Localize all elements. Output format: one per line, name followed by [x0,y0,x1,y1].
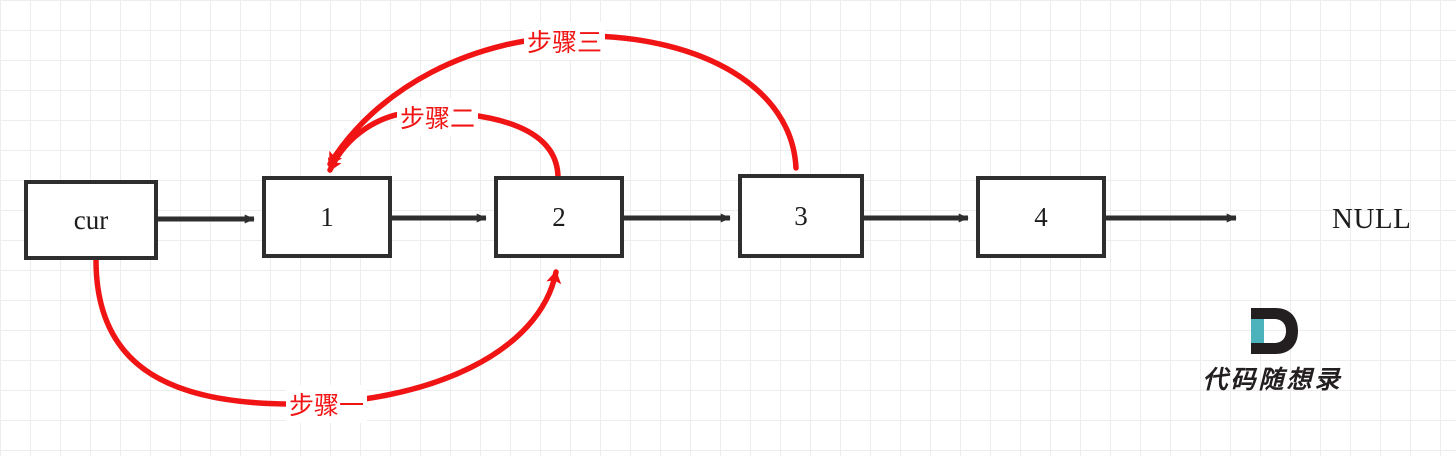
node-4[interactable]: 4 [976,176,1106,258]
node-2[interactable]: 2 [494,176,624,258]
node-cur[interactable]: cur [24,180,158,260]
node-3[interactable]: 3 [738,174,864,258]
node-4-label: 4 [1034,201,1048,232]
step-2-label: 步骤二 [397,98,479,136]
step-1-curve [93,257,562,407]
watermark-text: 代码随想录 [1202,365,1343,394]
step-3-label: 步骤三 [524,22,606,60]
watermark-logo-d-icon [1245,306,1301,356]
node-cur-label: cur [73,204,109,235]
node-1-label: 1 [320,201,334,232]
black-connectors [158,213,1237,224]
node-1[interactable]: 1 [262,176,392,258]
node-2-label: 2 [552,201,566,232]
watermark: 代码随想录 [1190,306,1355,406]
null-terminator-label: NULL [1332,203,1412,235]
step-1-label: 步骤一 [286,385,368,423]
node-3-label: 3 [794,200,808,231]
